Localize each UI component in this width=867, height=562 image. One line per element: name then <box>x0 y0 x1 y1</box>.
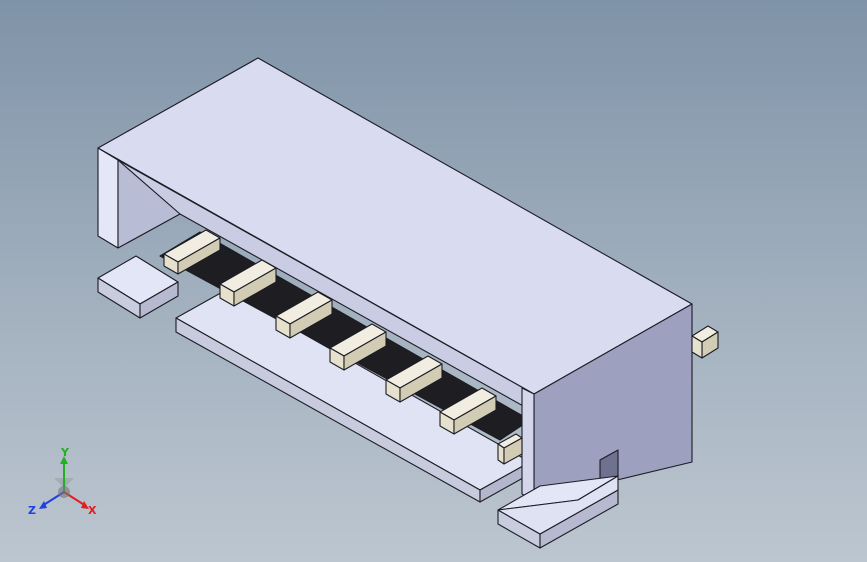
right-mounting-foot <box>497 475 619 549</box>
x-axis-label: X <box>88 504 97 517</box>
pin-6 <box>439 387 497 435</box>
pin-7 <box>497 433 523 465</box>
housing <box>97 57 693 501</box>
pin-3 <box>275 291 333 339</box>
front-base-plate <box>175 289 531 503</box>
pin-4 <box>329 323 387 371</box>
pin-1 <box>163 229 221 275</box>
contact-pins <box>163 229 523 465</box>
left-mounting-foot <box>97 255 179 319</box>
pin-5 <box>385 355 443 403</box>
rear-pin-tail <box>691 325 719 359</box>
z-axis-label: Z <box>28 504 36 517</box>
orientation-triad: Y X Z <box>28 448 97 517</box>
pin-2 <box>219 259 277 307</box>
y-axis-label: Y <box>60 448 70 459</box>
